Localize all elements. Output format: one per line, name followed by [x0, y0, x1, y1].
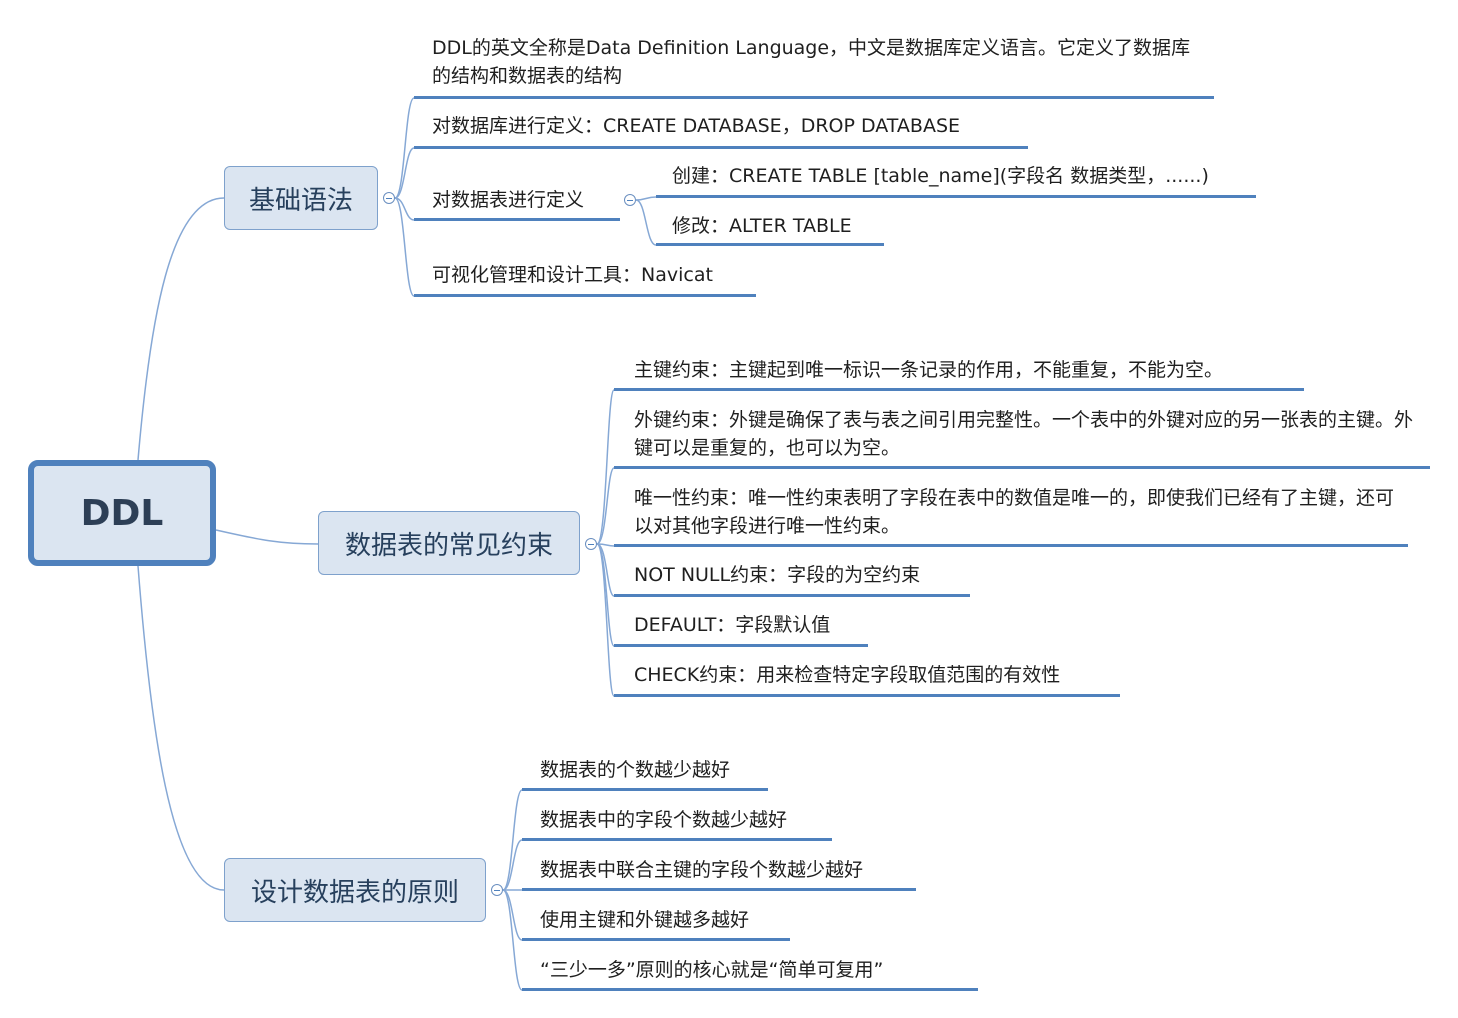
branch-underline	[614, 466, 1430, 469]
branch-item-label: 数据表的个数越少越好	[540, 759, 731, 781]
topic-label: 设计数据表的原则	[250, 877, 459, 908]
branch-item-label: 唯一性约束：唯一性约束表明了字段在表中的数值是唯一的，即使我们已经有了主键，还可…	[634, 487, 1395, 537]
topic-design-principles[interactable]: 设计数据表的原则	[224, 858, 486, 922]
branch-item-label: 可视化管理和设计工具：Navicat	[432, 264, 713, 286]
branch-underline	[522, 838, 832, 841]
branch-underline	[614, 388, 1304, 391]
branch-item-label: 数据表中的字段个数越少越好	[540, 809, 788, 831]
branch-item[interactable]: 可视化管理和设计工具：Navicat	[432, 261, 713, 289]
branch-underline	[522, 788, 768, 791]
collapse-toggle-icon[interactable]	[383, 192, 395, 204]
root-label: DDL	[80, 492, 164, 534]
root-node[interactable]: DDL	[28, 460, 216, 566]
branch-item[interactable]: 唯一性约束：唯一性约束表明了字段在表中的数值是唯一的，即使我们已经有了主键，还可…	[634, 484, 1404, 540]
branch-item[interactable]: CHECK约束：用来检查特定字段取值范围的有效性	[634, 661, 1060, 689]
branch-underline	[522, 888, 916, 891]
branch-underline	[614, 544, 1408, 547]
branch-item-label: “三少一多”原则的核心就是“简单可复用”	[540, 959, 884, 981]
branch-item[interactable]: 数据表中联合主键的字段个数越少越好	[540, 856, 863, 884]
branch-item[interactable]: 主键约束：主键起到唯一标识一条记录的作用，不能重复，不能为空。	[634, 356, 1223, 384]
branch-underline	[414, 96, 1214, 99]
branch-item[interactable]: 外键约束：外键是确保了表与表之间引用完整性。一个表中的外键对应的另一张表的主键。…	[634, 406, 1414, 462]
branch-item-label: DEFAULT：字段默认值	[634, 614, 831, 636]
branch-item[interactable]: 数据表的个数越少越好	[540, 756, 730, 784]
collapse-toggle-icon[interactable]	[624, 194, 636, 206]
branch-underline	[414, 218, 620, 221]
branch-underline	[414, 294, 756, 297]
branch-underline	[522, 988, 978, 991]
branch-item[interactable]: 对数据库进行定义：CREATE DATABASE，DROP DATABASE	[432, 112, 960, 140]
branch-underline	[656, 195, 1256, 198]
branch-underline	[414, 146, 1028, 149]
sub-branch-item-label: 创建：CREATE TABLE [table_name](字段名 数据类型，..…	[672, 165, 1209, 187]
branch-item-label: DDL的英文全称是Data Definition Language，中文是数据库…	[432, 37, 1191, 87]
branch-item-label: 外键约束：外键是确保了表与表之间引用完整性。一个表中的外键对应的另一张表的主键。…	[634, 409, 1414, 459]
topic-label: 基础语法	[248, 185, 353, 216]
branch-item-label: NOT NULL约束：字段的为空约束	[634, 564, 921, 586]
branch-item[interactable]: 对数据表进行定义	[432, 186, 584, 214]
topic-basic-syntax[interactable]: 基础语法	[224, 166, 378, 230]
branch-item-label: 使用主键和外键越多越好	[540, 909, 750, 931]
sub-branch-item-label: 修改：ALTER TABLE	[672, 215, 852, 237]
branch-item-label: CHECK约束：用来检查特定字段取值范围的有效性	[634, 664, 1061, 686]
branch-item[interactable]: NOT NULL约束：字段的为空约束	[634, 561, 920, 589]
branch-item-label: 对数据库进行定义：CREATE DATABASE，DROP DATABASE	[432, 115, 961, 137]
branch-item[interactable]: 数据表中的字段个数越少越好	[540, 806, 787, 834]
branch-underline	[656, 243, 884, 246]
sub-branch-item[interactable]: 修改：ALTER TABLE	[672, 212, 852, 240]
branch-item[interactable]: “三少一多”原则的核心就是“简单可复用”	[540, 956, 883, 984]
collapse-toggle-icon[interactable]	[585, 538, 597, 550]
sub-branch-item[interactable]: 创建：CREATE TABLE [table_name](字段名 数据类型，..…	[672, 162, 1209, 190]
branch-underline	[614, 694, 1120, 697]
branch-item[interactable]: 使用主键和外键越多越好	[540, 906, 749, 934]
branch-item-label: 主键约束：主键起到唯一标识一条记录的作用，不能重复，不能为空。	[634, 359, 1224, 381]
branch-item-label: 对数据表进行定义	[432, 189, 585, 211]
branch-underline	[522, 938, 790, 941]
topic-table-constraints[interactable]: 数据表的常见约束	[318, 511, 580, 575]
branch-underline	[614, 644, 868, 647]
branch-underline	[614, 594, 970, 597]
topic-label: 数据表的常见约束	[344, 530, 553, 561]
collapse-toggle-icon[interactable]	[491, 884, 503, 896]
branch-item[interactable]: DDL的英文全称是Data Definition Language，中文是数据库…	[432, 34, 1202, 90]
branch-item-label: 数据表中联合主键的字段个数越少越好	[540, 859, 864, 881]
branch-item[interactable]: DEFAULT：字段默认值	[634, 611, 830, 639]
